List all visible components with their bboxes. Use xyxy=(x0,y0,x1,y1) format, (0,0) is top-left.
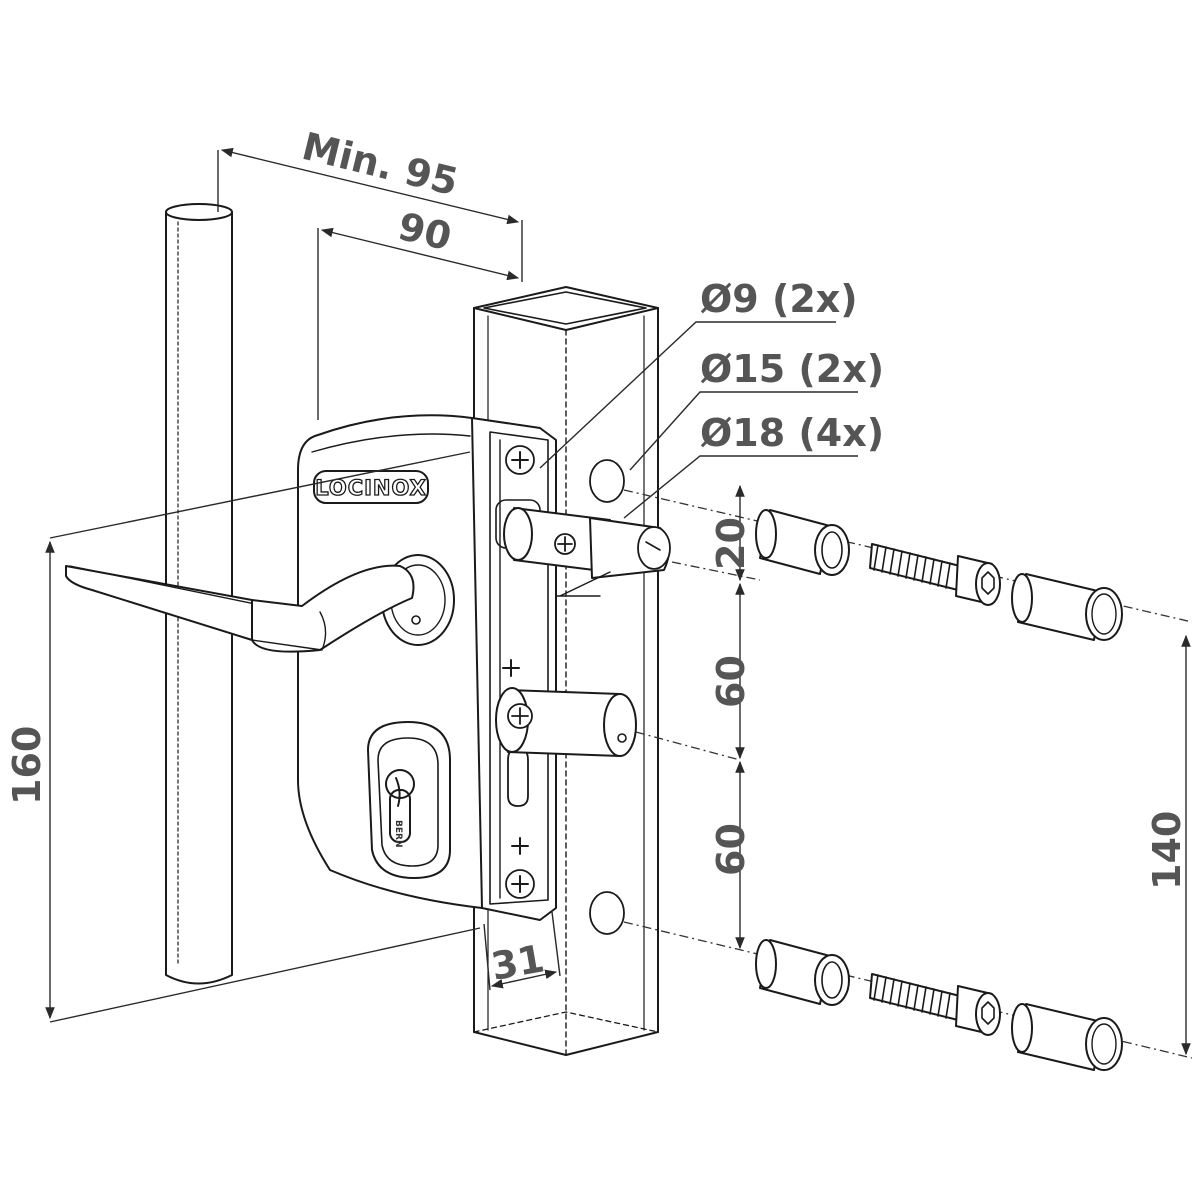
spacer-tube-lower xyxy=(755,939,850,1006)
bolt-screw-lower xyxy=(869,973,1001,1036)
forend-screw-mid xyxy=(511,837,529,855)
label-body-width: 90 xyxy=(394,204,456,259)
label-gap-lower: 60 xyxy=(709,823,753,876)
label-hole-d9: Ø9 (2x) xyxy=(700,277,858,321)
dimension-lines xyxy=(45,147,1191,1056)
dimension-labels: Min. 95 90 160 20 60 60 140 31 Ø9 (2x) Ø… xyxy=(5,124,1189,989)
hole-d15-lower xyxy=(589,891,625,935)
spacer-tube-upper xyxy=(755,509,850,576)
forend-screw-upper-mid xyxy=(502,659,520,677)
hole-d15-upper xyxy=(589,459,625,503)
label-height: 160 xyxy=(5,726,49,805)
lock-housing: LOCINOX BERN xyxy=(297,414,483,909)
forend-screw-top xyxy=(505,445,535,475)
dead-bolt xyxy=(495,687,637,757)
label-min-width: Min. 95 xyxy=(298,124,462,204)
end-cap-upper xyxy=(1011,573,1123,641)
label-gap-upper: 60 xyxy=(709,655,753,708)
cylinder-brand-text: BERN xyxy=(393,820,403,847)
lever-handle xyxy=(65,564,415,653)
euro-cylinder: BERN xyxy=(367,721,451,879)
forend-slot xyxy=(507,747,529,807)
label-hole-d18: Ø18 (4x) xyxy=(700,411,884,455)
fixing-set-upper xyxy=(755,509,1123,641)
label-fixing-distance: 140 xyxy=(1145,811,1189,890)
brand-logo: LOCINOX xyxy=(313,470,429,504)
forend-plate xyxy=(471,417,557,921)
forend-screw-bottom xyxy=(505,869,535,899)
latch-bolt xyxy=(503,507,671,597)
label-profile-width: 31 xyxy=(488,936,548,989)
label-hole-d15: Ø15 (2x) xyxy=(700,347,884,391)
label-bolt-offset: 20 xyxy=(709,517,753,570)
end-cap-lower xyxy=(1011,1003,1123,1071)
fixing-set-lower xyxy=(755,939,1123,1071)
bolt-screw-upper xyxy=(869,543,1001,606)
